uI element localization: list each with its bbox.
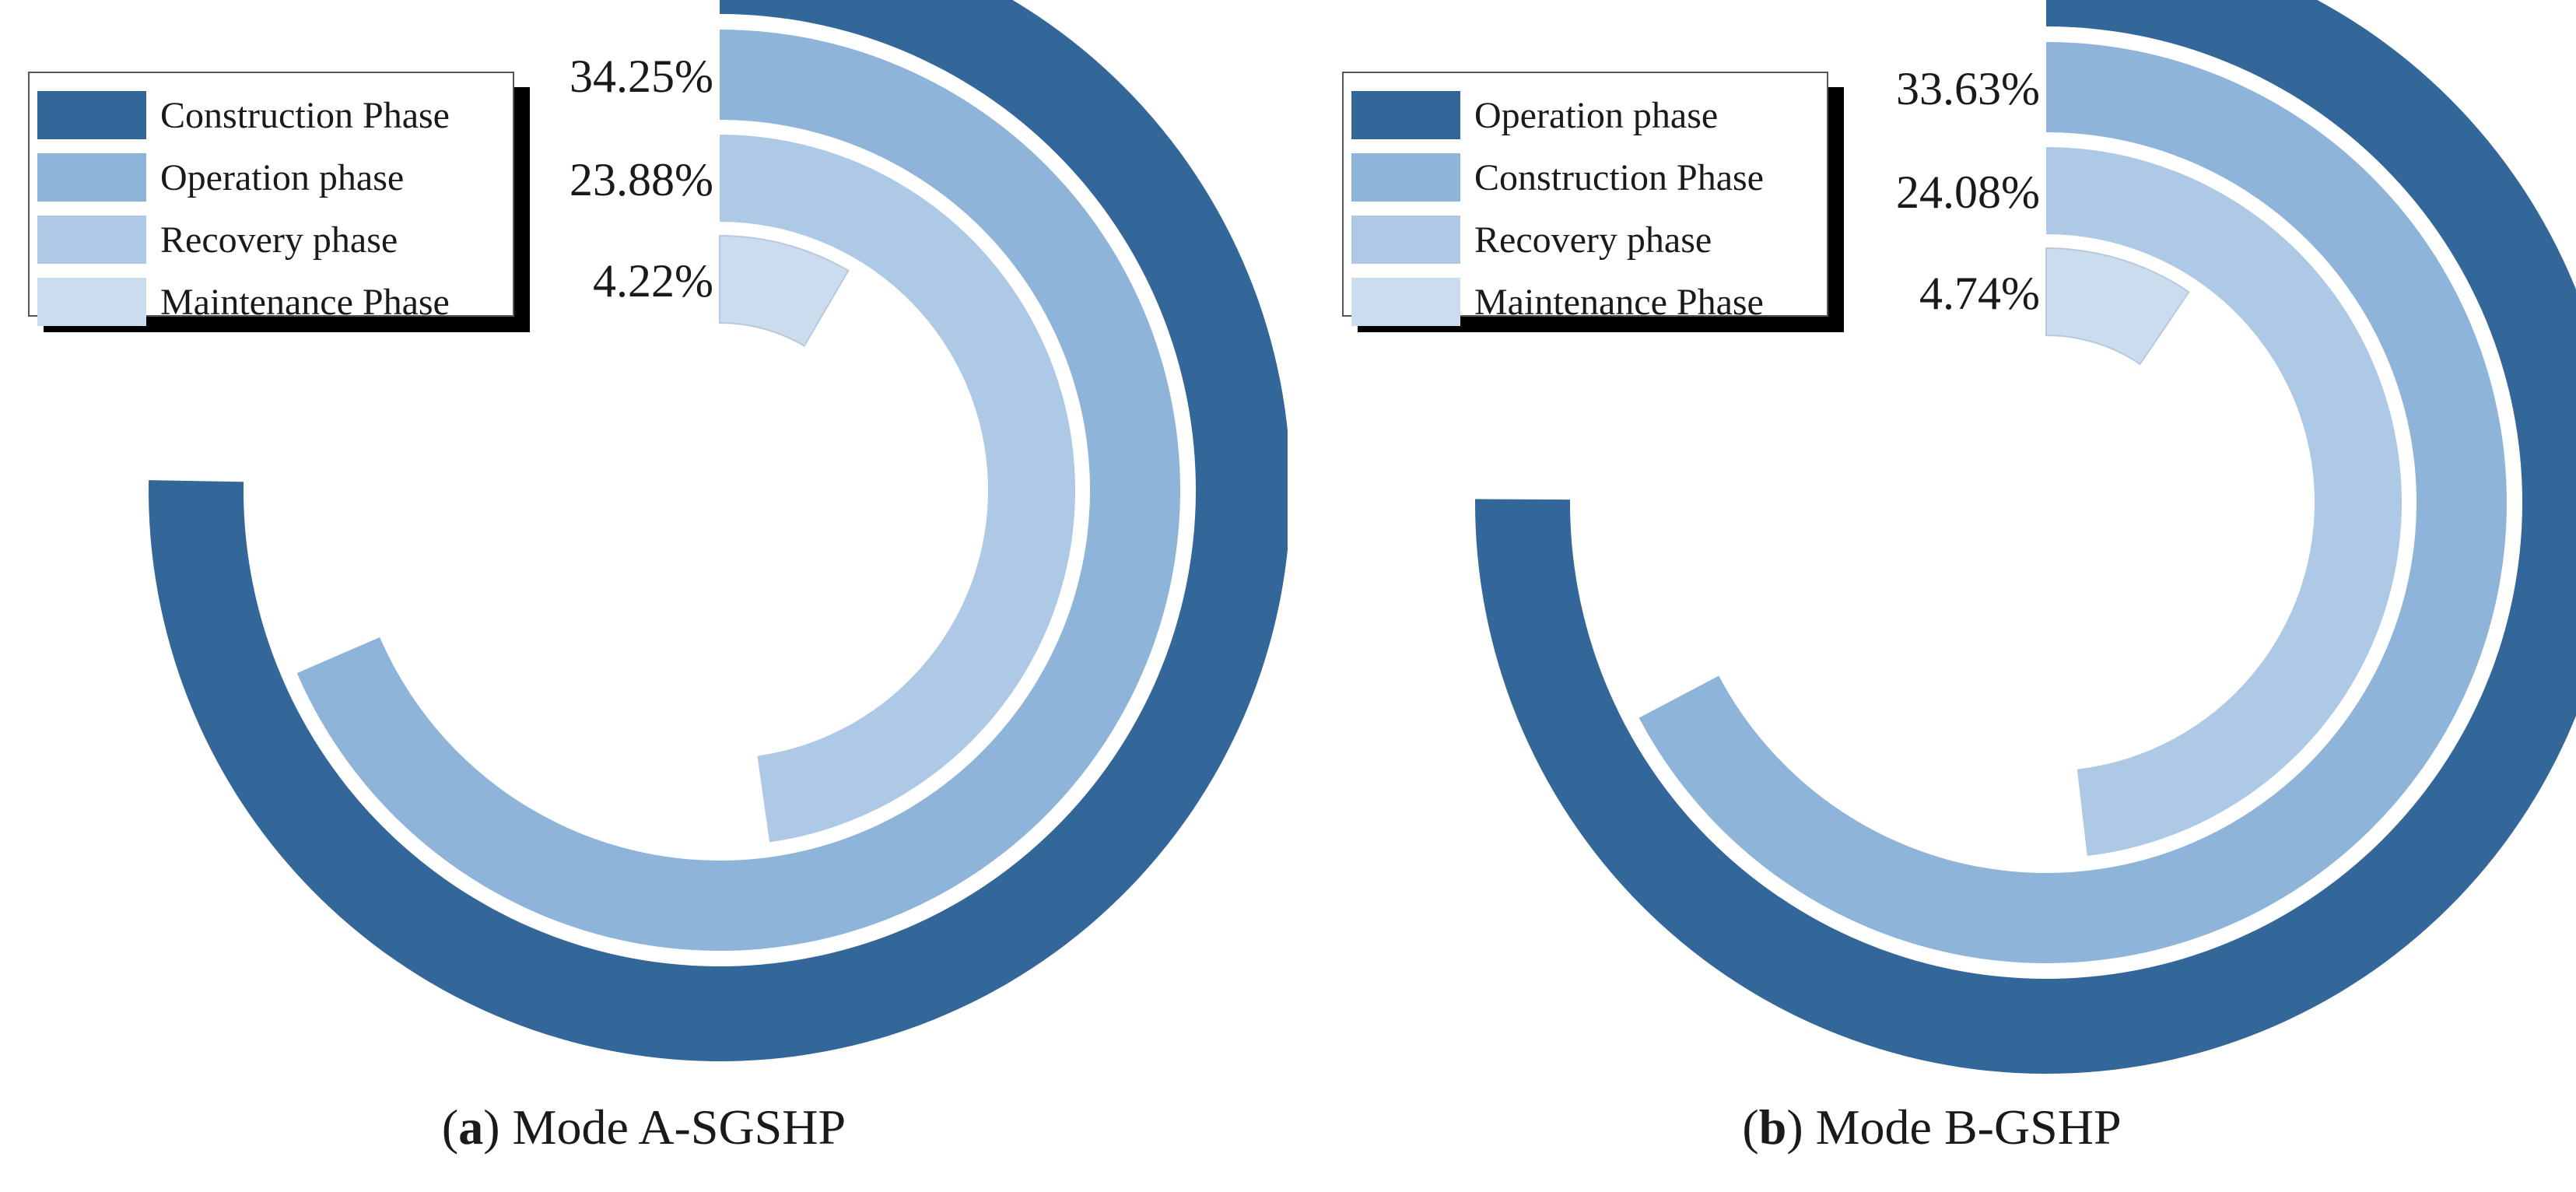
legend-label: Operation phase (160, 156, 405, 198)
caption-text: Mode A-SGSHP (512, 1099, 846, 1155)
chart-panel-a: 37.64%34.25%23.88%4.22% Construction Pha… (28, 0, 1288, 1155)
legend-swatch (1351, 216, 1460, 264)
legend-swatch (1351, 91, 1460, 139)
data-label: 34.25% (570, 51, 713, 102)
legend-label: Operation phase (1474, 94, 1719, 136)
data-label: 4.74% (1919, 268, 2040, 319)
radial-bar-chart-b: 37.55% 33.63% 24.08% 4.74% (1475, 0, 2576, 1074)
ring-bar (2046, 147, 2403, 856)
ring-bar (720, 135, 1076, 843)
data-label: 33.63% (1896, 63, 2040, 114)
legend-swatch (1351, 153, 1460, 202)
legend-label: Maintenance Phase (1474, 281, 1764, 323)
caption-tag: a (458, 1099, 484, 1155)
legend-item: Construction Phase (37, 84, 513, 146)
legend-item: Recovery phase (1351, 209, 1827, 271)
caption-b: (b) Mode B-GSHP (1742, 1099, 2122, 1155)
legend-item: Operation phase (1351, 84, 1827, 146)
caption-text: Mode B-GSHP (1815, 1099, 2122, 1155)
data-label: 23.88% (570, 154, 713, 205)
legend-label: Recovery phase (1474, 219, 1712, 261)
legend-item: Recovery phase (37, 209, 513, 271)
legend-item: Maintenance Phase (37, 271, 513, 333)
radial-bar-chart-a: 37.64%34.25%23.88%4.22% (149, 0, 1288, 1061)
chart-panel-b: 37.55% 33.63% 24.08% 4.74% Operation phase … (1288, 0, 2576, 1192)
legend-label: Construction Phase (160, 94, 450, 136)
legend-swatch (1351, 278, 1460, 326)
legend-label: Construction Phase (1474, 156, 1764, 198)
legend-a: Construction Phase Operation phase Recov… (28, 72, 514, 326)
caption-tag: b (1758, 1099, 1787, 1155)
data-label: 24.08% (1896, 167, 2040, 218)
legend-swatch (37, 91, 146, 139)
ring-bar (719, 234, 850, 347)
legend-item: Construction Phase (1351, 146, 1827, 209)
caption-a: (a) Mode A-SGSHP (441, 1099, 846, 1155)
legend-label: Recovery phase (160, 219, 398, 261)
legend-item: Operation phase (37, 146, 513, 209)
legend-swatch (37, 278, 146, 326)
data-label: 4.22% (593, 255, 713, 307)
legend-swatch (37, 153, 146, 202)
ring-bar (2045, 247, 2190, 366)
legend-swatch (37, 216, 146, 264)
legend-item: Maintenance Phase (1351, 271, 1827, 333)
data-label: 37.55% (1896, 0, 2040, 6)
legend-label: Maintenance Phase (160, 281, 450, 323)
legend-b: Operation phase Construction Phase Recov… (1342, 72, 1828, 326)
